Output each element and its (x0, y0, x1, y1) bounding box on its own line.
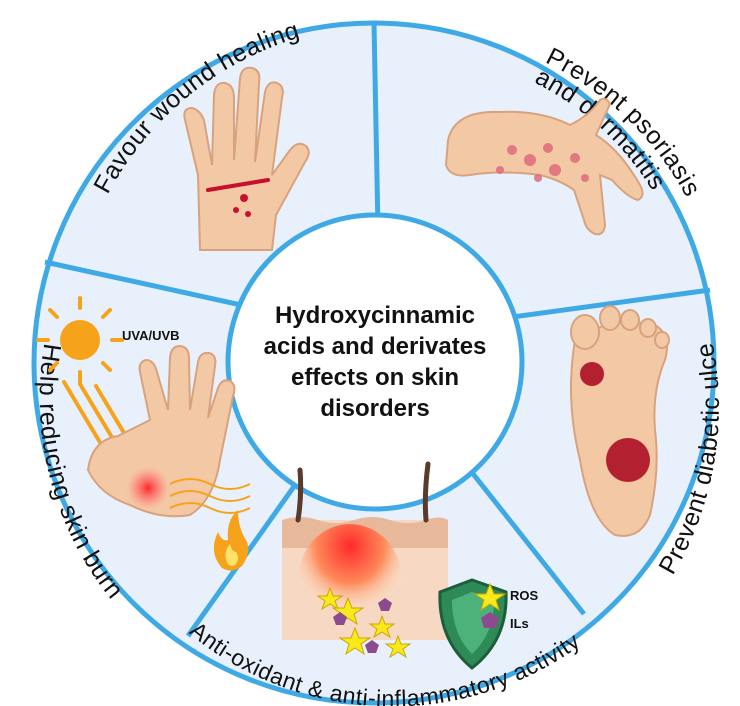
center-line-4: disorders (320, 395, 429, 422)
center-line-3: effects on skin (291, 364, 459, 391)
uv-label: UVA/UVB (122, 328, 180, 343)
ros-label: ROS (510, 588, 539, 603)
ils-label: ILs (510, 616, 529, 631)
center-line-2: acids and derivates (264, 333, 487, 360)
center-line-1: Hydroxycinnamic (275, 302, 475, 329)
center-circle (228, 215, 522, 509)
